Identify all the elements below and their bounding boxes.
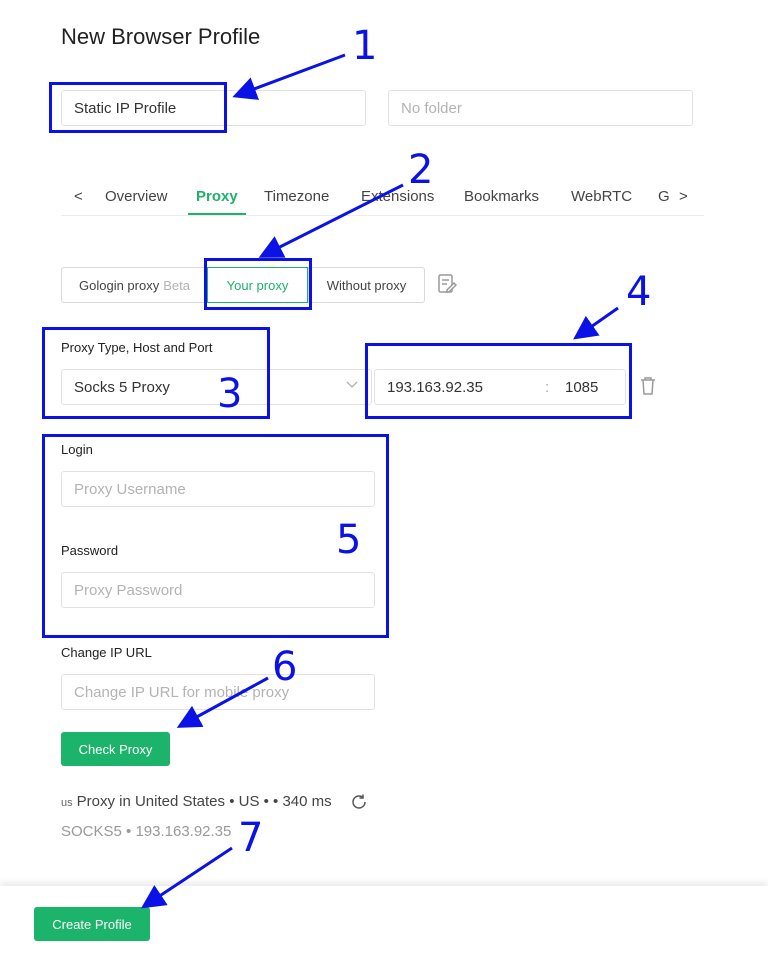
annotation-box-2 [204,258,312,310]
without-proxy-button[interactable]: Without proxy [308,267,425,303]
annotation-number-6: 6 [272,644,298,690]
proxy-status-text: Proxy in United States • US • • 340 ms [76,793,332,810]
annotation-number-2: 2 [408,147,434,193]
annotation-number-4: 4 [626,269,652,315]
annotation-number-7: 7 [238,815,264,861]
proxy-host-port-input[interactable]: 193.163.92.35 [374,369,626,405]
tab-webrtc[interactable]: WebRTC [571,188,633,205]
tabs-next-icon[interactable]: > [679,188,688,205]
check-proxy-button[interactable]: Check Proxy [61,732,170,766]
password-placeholder: Proxy Password [74,581,183,599]
profile-name-value: Static IP Profile [74,99,177,117]
change-ip-url-input[interactable]: Change IP URL for mobile proxy [61,674,375,710]
annotation-number-3: 3 [217,371,243,417]
annotation-arrow-1 [232,53,346,100]
proxy-username-input[interactable]: Proxy Username [61,471,375,507]
edit-note-icon[interactable] [437,273,457,295]
username-placeholder: Proxy Username [74,480,186,498]
proxy-type-value: Socks 5 Proxy [74,378,170,396]
folder-select[interactable]: No folder [388,90,693,126]
proxy-host-value: 193.163.92.35 [387,378,483,396]
without-proxy-label: Without proxy [326,277,407,293]
tab-bookmarks[interactable]: Bookmarks [464,188,540,205]
annotation-arrow-4 [573,306,619,340]
change-ip-placeholder: Change IP URL for mobile proxy [74,683,290,701]
annotation-box-1 [49,82,227,133]
active-tab-indicator [188,213,246,215]
tab-proxy[interactable]: Proxy [196,188,238,205]
proxy-type-select[interactable]: Socks 5 Proxy [61,369,372,405]
tabs-prev-icon[interactable]: < [74,188,83,205]
beta-badge: Beta [163,277,190,293]
folder-placeholder: No folder [401,99,462,117]
annotation-box-3 [42,327,270,419]
your-proxy-button[interactable]: Your proxy [207,267,308,303]
tab-timezone[interactable]: Timezone [264,188,330,205]
annotation-box-4 [365,343,632,419]
trash-icon[interactable] [639,376,657,396]
chevron-down-icon [346,381,358,388]
page-title: New Browser Profile [61,24,261,49]
change-ip-label: Change IP URL [61,645,152,660]
refresh-icon[interactable] [350,793,368,811]
proxy-status-sub: SOCKS5 • 193.163.92.35 [61,823,232,840]
proxy-port-value: 1085 [565,379,599,396]
tab-bar: < Overview Proxy Timezone Extensions Boo… [61,176,704,216]
create-profile-button[interactable]: Create Profile [34,907,150,941]
footer-bar: Create Profile [0,886,768,956]
your-proxy-label: Your proxy [226,277,289,293]
annotation-number-1: 1 [352,23,378,69]
proxy-type-label: Proxy Type, Host and Port [61,340,213,355]
tab-g[interactable]: G [658,188,670,205]
tab-overview[interactable]: Overview [105,188,168,205]
gologin-proxy-label: Gologin proxy [79,277,160,293]
gologin-proxy-button[interactable]: Gologin proxy Beta [61,267,208,303]
annotation-box-5 [42,434,389,638]
host-port-separator: : [545,379,550,396]
annotation-number-5: 5 [336,517,362,563]
country-flag: us [61,797,73,809]
password-label: Password [61,543,119,558]
login-label: Login [61,442,93,457]
proxy-password-input[interactable]: Proxy Password [61,572,375,608]
